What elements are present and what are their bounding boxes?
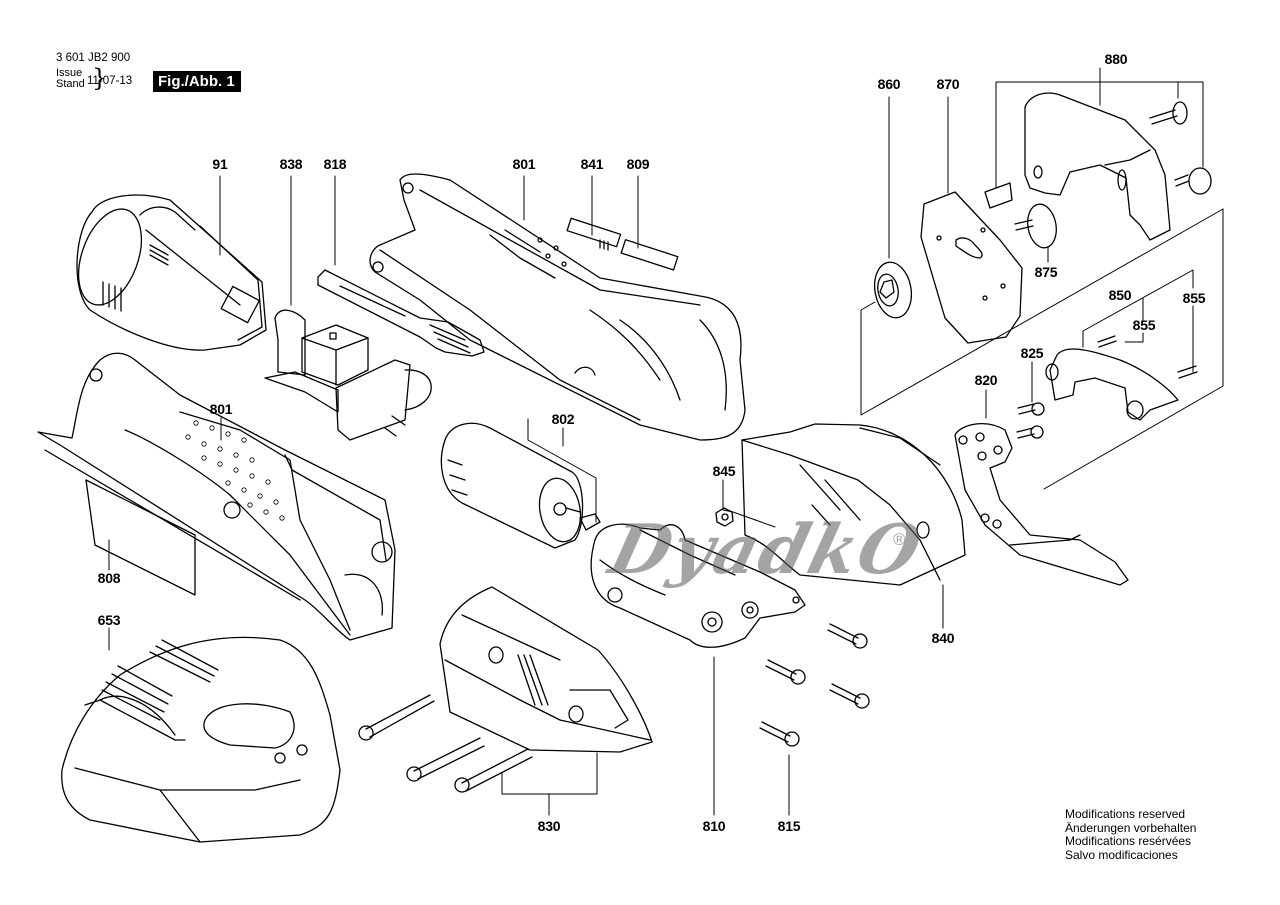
- vent-holes: [185, 420, 285, 521]
- issue-date: 11-07-13: [87, 75, 133, 87]
- switch-unit-part: [264, 309, 432, 441]
- label-91: 91: [212, 156, 228, 172]
- modifications-line-en: Modifications reserved: [1065, 807, 1186, 821]
- cover-840-part: [741, 423, 966, 586]
- stand-label: Stand: [56, 78, 85, 90]
- watermark-text: DyadkO: [602, 510, 931, 590]
- battery-part: [76, 194, 267, 351]
- label-825: 825: [1020, 345, 1044, 361]
- label-801-bottom: 801: [209, 401, 233, 417]
- label-808: 808: [97, 570, 121, 586]
- bracket-850-part: [1045, 335, 1198, 421]
- screws-815-part: [759, 623, 870, 747]
- label-810: 810: [702, 818, 726, 834]
- guard-880-part: [1024, 92, 1212, 241]
- screws-830-part: [358, 694, 533, 793]
- label-875: 875: [1034, 264, 1058, 280]
- leader-850-bracket: [1082, 269, 1194, 348]
- leader-830-bracket: [501, 752, 598, 795]
- plate-870-part: [920, 191, 1023, 344]
- motor-part: [440, 422, 601, 549]
- label-830: 830: [537, 818, 561, 834]
- label-809: 809: [626, 156, 650, 172]
- guide-820-part: [954, 423, 1129, 586]
- housing-top-part: [369, 173, 746, 441]
- label-841: 841: [580, 156, 604, 172]
- leader-lines: [108, 67, 1224, 816]
- charger-part: [61, 636, 341, 843]
- label-818: 818: [323, 156, 347, 172]
- modifications-line-de: Änderungen vorbehalten: [1065, 820, 1197, 835]
- issue-stand-labels: Issue Stand }: [56, 66, 107, 90]
- leader-802-bracket: [527, 418, 597, 523]
- label-840: 840: [931, 630, 955, 646]
- label-870: 870: [936, 76, 960, 92]
- document-number: 3 601 JB2 900: [56, 52, 131, 64]
- cover-830-part: [439, 586, 653, 753]
- label-801-top: 801: [512, 156, 536, 172]
- label-653: 653: [97, 612, 121, 628]
- issue-label: Issue: [56, 67, 83, 79]
- label-850: 850: [1108, 287, 1132, 303]
- nut-845-part: [715, 507, 734, 527]
- slide-switch-part: [317, 269, 485, 357]
- label-820: 820: [974, 372, 998, 388]
- bolt-875-part: [984, 182, 1057, 249]
- label-845: 845: [712, 463, 736, 479]
- modifications-note: Modifications reserved Änderungen vorbeh…: [1065, 807, 1197, 862]
- modifications-line-es: Salvo modificaciones: [1065, 847, 1178, 862]
- label-880: 880: [1104, 51, 1128, 67]
- brace-icon: }: [92, 64, 108, 92]
- label-855-b: 855: [1182, 290, 1206, 306]
- modifications-line-fr: Modifications resérvées: [1065, 834, 1192, 848]
- screws-825-part: [1016, 402, 1045, 439]
- spindle-860-part: [873, 261, 913, 319]
- nameplate-808-part: [85, 479, 196, 596]
- pinion: [579, 513, 601, 531]
- gearhead-part: [590, 523, 806, 648]
- figure-badge: Fig./Abb. 1: [153, 71, 241, 92]
- leader-845: [722, 479, 776, 528]
- label-838: 838: [279, 156, 303, 172]
- registered-mark-icon: ®: [893, 530, 906, 549]
- label-815: 815: [777, 818, 801, 834]
- label-860: 860: [877, 76, 901, 92]
- label-802: 802: [551, 411, 575, 427]
- frame-lower: [1043, 208, 1224, 490]
- housing-bottom-part: [37, 352, 396, 641]
- frame-upper: [860, 208, 1224, 416]
- label-855-a: 855: [1132, 317, 1156, 333]
